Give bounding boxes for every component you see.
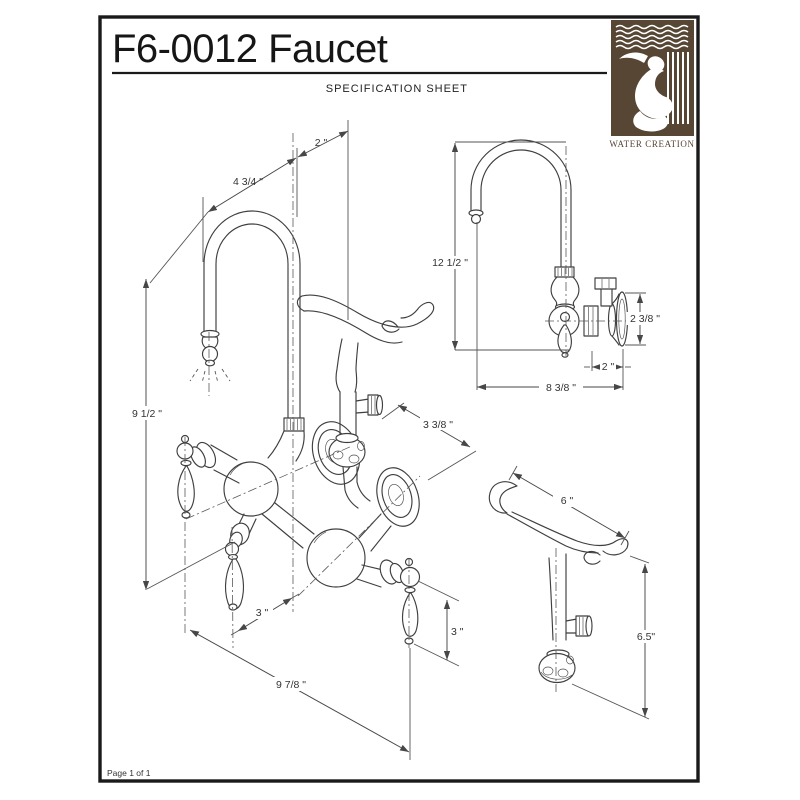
riser-knurl-nut: [283, 417, 305, 432]
center-lever-handle: [224, 513, 257, 611]
dim-label-wall-depth: 2 ": [602, 361, 615, 373]
page-footer: Page 1 of 1: [107, 768, 151, 778]
side-inlet-hex-cap: [594, 277, 617, 290]
union-nut: [328, 432, 366, 468]
dim-label-body-height: 9 1/2 ": [132, 408, 162, 420]
dim-label-cradle-height: 6.5": [637, 631, 656, 643]
cradle-stem: [548, 557, 554, 641]
dim-label-overall-width: 9 7/8 ": [276, 679, 306, 691]
cradle-right-prong: [583, 550, 601, 565]
side-flange-face: [615, 291, 629, 347]
lower-wall-flange: [376, 467, 420, 527]
upper-valve-body: [223, 461, 279, 517]
dim-label-spout-offset: 2 ": [315, 137, 328, 149]
water-spray-dashes: [189, 368, 231, 384]
dim-label-flange-diameter: 2 3/8 ": [630, 313, 660, 325]
dim-label-wall-clearance: 3 3/8 ": [423, 419, 453, 431]
water-waves-icon: [615, 24, 689, 50]
handshower-cradle-arm: [296, 294, 435, 393]
body-connect-tube: [274, 502, 315, 535]
side-valve-body: [548, 266, 580, 358]
logo-brand-text: WATER CREATION: [609, 139, 694, 149]
cradle-base-nut: [538, 649, 576, 684]
side-gooseneck-spout: [468, 139, 572, 268]
sheet-subtitle: SPECIFICATION SHEET: [326, 83, 468, 95]
dim-label-side-reach: 8 3/8 ": [546, 382, 576, 394]
dim-label-handle-length: 3 ": [451, 626, 464, 638]
dim-label-cradle-width: 6 ": [561, 495, 574, 507]
kneeling-figure-icon: [619, 52, 689, 132]
lower-valve-body: [306, 528, 366, 588]
sheet-border: [98, 15, 700, 783]
brand-logo: WATER CREATION: [609, 20, 694, 149]
page-title: F6-0012 Faucet: [112, 27, 388, 71]
main-isometric-view: [176, 210, 435, 645]
handshower-supply-pipe: [339, 391, 384, 509]
dim-label-handle-spacing: 3 ": [256, 607, 269, 619]
dimension-annotations: 4 3/4 " 2 " 9 1/2 " 3 3/8 " 3 " 3 " 9 7/…: [126, 120, 663, 760]
dim-label-spout-reach: 4 3/4 ": [233, 176, 263, 188]
right-lever-handle: [356, 557, 421, 645]
dim-label-side-height: 12 1/2 ": [432, 257, 468, 269]
centerlines: [184, 133, 634, 692]
side-profile-view: [468, 139, 629, 358]
cradle-left-prong: [488, 481, 518, 514]
spout-nozzle-ball: [201, 345, 219, 363]
title-block: F6-0012 Faucet SPECIFICATION SHEET: [112, 27, 607, 95]
